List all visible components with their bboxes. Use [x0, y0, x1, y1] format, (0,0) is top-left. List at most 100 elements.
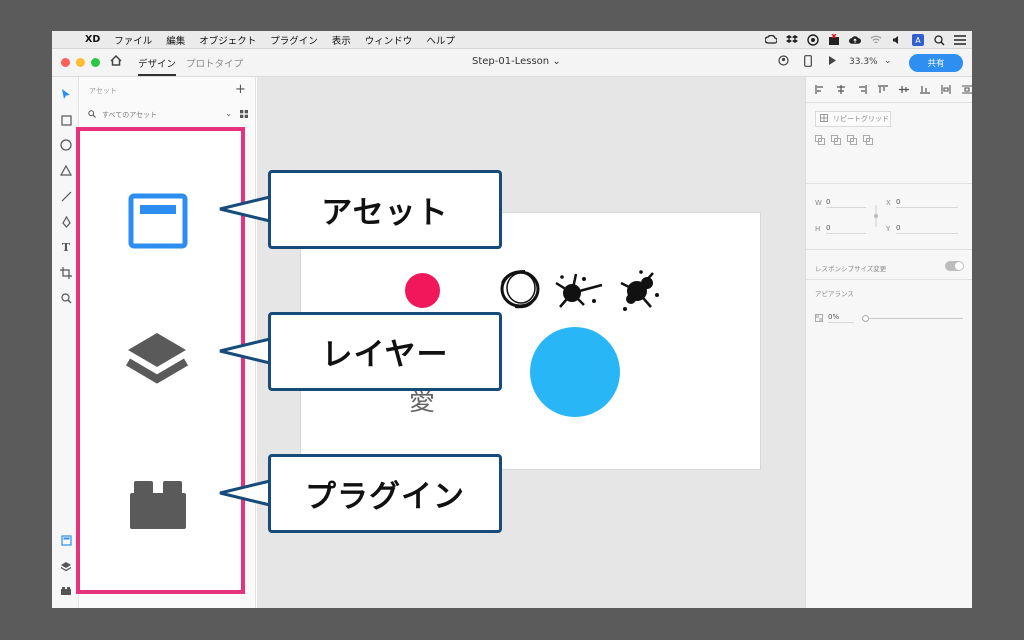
intersect-icon[interactable] [847, 135, 857, 147]
tab-prototype[interactable]: プロトタイプ [186, 59, 244, 70]
spotlight-search-icon[interactable] [933, 34, 945, 46]
cc-sync-icon[interactable] [807, 34, 819, 46]
window-controls [61, 58, 100, 67]
align-right-icon[interactable] [857, 85, 867, 96]
assets-panel-icon[interactable] [59, 533, 73, 547]
menu-app-xd[interactable]: XD [85, 34, 101, 45]
document-title[interactable]: Step-01-Lesson ⌄ [472, 56, 561, 67]
document-title-text: Step-01-Lesson [472, 56, 550, 67]
red-x-icon[interactable] [828, 34, 840, 46]
artboard-text[interactable]: 愛 [409, 387, 436, 417]
assets-filter[interactable]: すべてのアセット ⌄ [88, 109, 248, 121]
tab-design[interactable]: デザイン [138, 56, 177, 76]
plugins-panel-icon[interactable] [59, 584, 73, 598]
subtract-icon[interactable] [831, 135, 841, 147]
y-label: Y [886, 225, 891, 233]
divider [806, 102, 972, 103]
notification-center-icon[interactable] [954, 34, 966, 46]
ellipse-tool-icon[interactable] [59, 138, 73, 152]
menu-plugins[interactable]: プラグイン [270, 35, 318, 47]
callout-plugins: プラグイン [268, 454, 502, 533]
align-toolbar [815, 85, 972, 96]
ink-splash-image-2[interactable] [617, 269, 661, 317]
callout-pointer-layers [219, 337, 271, 365]
divider [806, 183, 972, 184]
share-button[interactable]: 共有 [909, 54, 963, 72]
brush-ring-image[interactable] [497, 267, 543, 315]
select-tool-icon[interactable] [59, 87, 73, 101]
line-tool-icon[interactable] [59, 189, 73, 203]
align-bottom-icon[interactable] [920, 85, 930, 96]
menu-help[interactable]: ヘルプ [426, 35, 455, 47]
filter-chevron-icon[interactable]: ⌄ [225, 109, 232, 118]
volume-icon[interactable] [891, 34, 903, 46]
grid-view-icon[interactable] [240, 110, 248, 120]
wifi-icon[interactable] [870, 34, 882, 46]
align-middle-icon[interactable] [899, 85, 909, 96]
app-toolbar: デザイン プロトタイプ Step-01-Lesson ⌄ 33.3% ⌄ 共有 [52, 49, 972, 77]
distribute-h-icon[interactable] [941, 85, 951, 96]
lock-aspect-icon[interactable] [873, 205, 879, 229]
x-field[interactable]: 0 [896, 198, 958, 208]
zoom-tool-icon[interactable] [59, 291, 73, 305]
callout-assets: アセット [268, 170, 502, 249]
menu-edit[interactable]: 編集 [166, 35, 186, 47]
zoom-level[interactable]: 33.3% [849, 57, 878, 67]
mac-menubar: XD ファイル 編集 オブジェクト プラグイン 表示 ウィンドウ ヘルプ [52, 31, 972, 49]
menu-view[interactable]: 表示 [331, 35, 351, 47]
x-label: X [886, 199, 891, 207]
appearance-label: アピアランス [815, 290, 854, 298]
artboard[interactable]: 愛 [300, 212, 761, 470]
input-method-icon[interactable]: A [912, 34, 924, 46]
mobile-preview-icon[interactable] [804, 55, 812, 70]
play-preview-icon[interactable] [828, 55, 837, 69]
close-window-button[interactable] [61, 58, 70, 67]
tool-strip: T [52, 77, 79, 608]
dropbox-icon[interactable] [786, 34, 798, 46]
assets-large-icon [128, 193, 188, 253]
opacity-slider[interactable] [862, 315, 963, 322]
zoom-chevron-icon[interactable]: ⌄ [884, 56, 892, 66]
search-icon [88, 110, 96, 120]
assets-panel-title: アセット [89, 87, 117, 95]
assets-filter-label: すべてのアセット [102, 111, 158, 119]
artboard-tool-icon[interactable] [59, 266, 73, 280]
opacity-field[interactable]: 0% [828, 313, 854, 323]
rectangle-tool-icon[interactable] [59, 113, 73, 127]
text-tool-icon[interactable]: T [61, 240, 71, 254]
responsive-resize-toggle[interactable] [945, 261, 964, 271]
ink-splash-image-1[interactable] [554, 271, 606, 315]
creative-cloud-icon[interactable] [765, 34, 777, 46]
opacity-slider-handle[interactable] [862, 315, 869, 322]
menu-object[interactable]: オブジェクト [199, 35, 257, 47]
distribute-v-icon[interactable] [962, 85, 972, 96]
cloud-upload-icon[interactable] [849, 34, 861, 46]
layers-panel-icon[interactable] [59, 559, 73, 573]
union-icon[interactable] [815, 135, 825, 147]
blue-circle-shape[interactable] [530, 327, 620, 417]
menu-file[interactable]: ファイル [114, 35, 153, 47]
polygon-tool-icon[interactable] [59, 163, 73, 177]
align-center-icon[interactable] [836, 85, 846, 96]
callout-pointer-assets [219, 195, 271, 223]
width-field[interactable]: 0 [826, 198, 866, 208]
repeat-grid-button[interactable]: リピートグリッド [815, 111, 891, 127]
panel-icons-highlight [76, 127, 245, 594]
height-field[interactable]: 0 [826, 224, 866, 234]
y-field[interactable]: 0 [896, 224, 958, 234]
minimize-window-button[interactable] [76, 58, 85, 67]
align-left-icon[interactable] [815, 85, 825, 96]
home-icon[interactable] [110, 54, 122, 69]
repeat-grid-label: リピートグリッド [833, 115, 889, 123]
h-label: H [815, 225, 821, 233]
menu-window[interactable]: ウィンドウ [364, 35, 413, 47]
red-circle-shape[interactable] [405, 273, 440, 308]
w-label: W [815, 199, 822, 207]
opacity-icon [815, 314, 823, 324]
user-icon[interactable] [778, 55, 789, 69]
align-top-icon[interactable] [878, 85, 888, 96]
exclude-icon[interactable] [863, 135, 873, 147]
zoom-window-button[interactable] [91, 58, 100, 67]
add-asset-button[interactable]: + [235, 82, 246, 97]
pen-tool-icon[interactable] [59, 215, 73, 229]
